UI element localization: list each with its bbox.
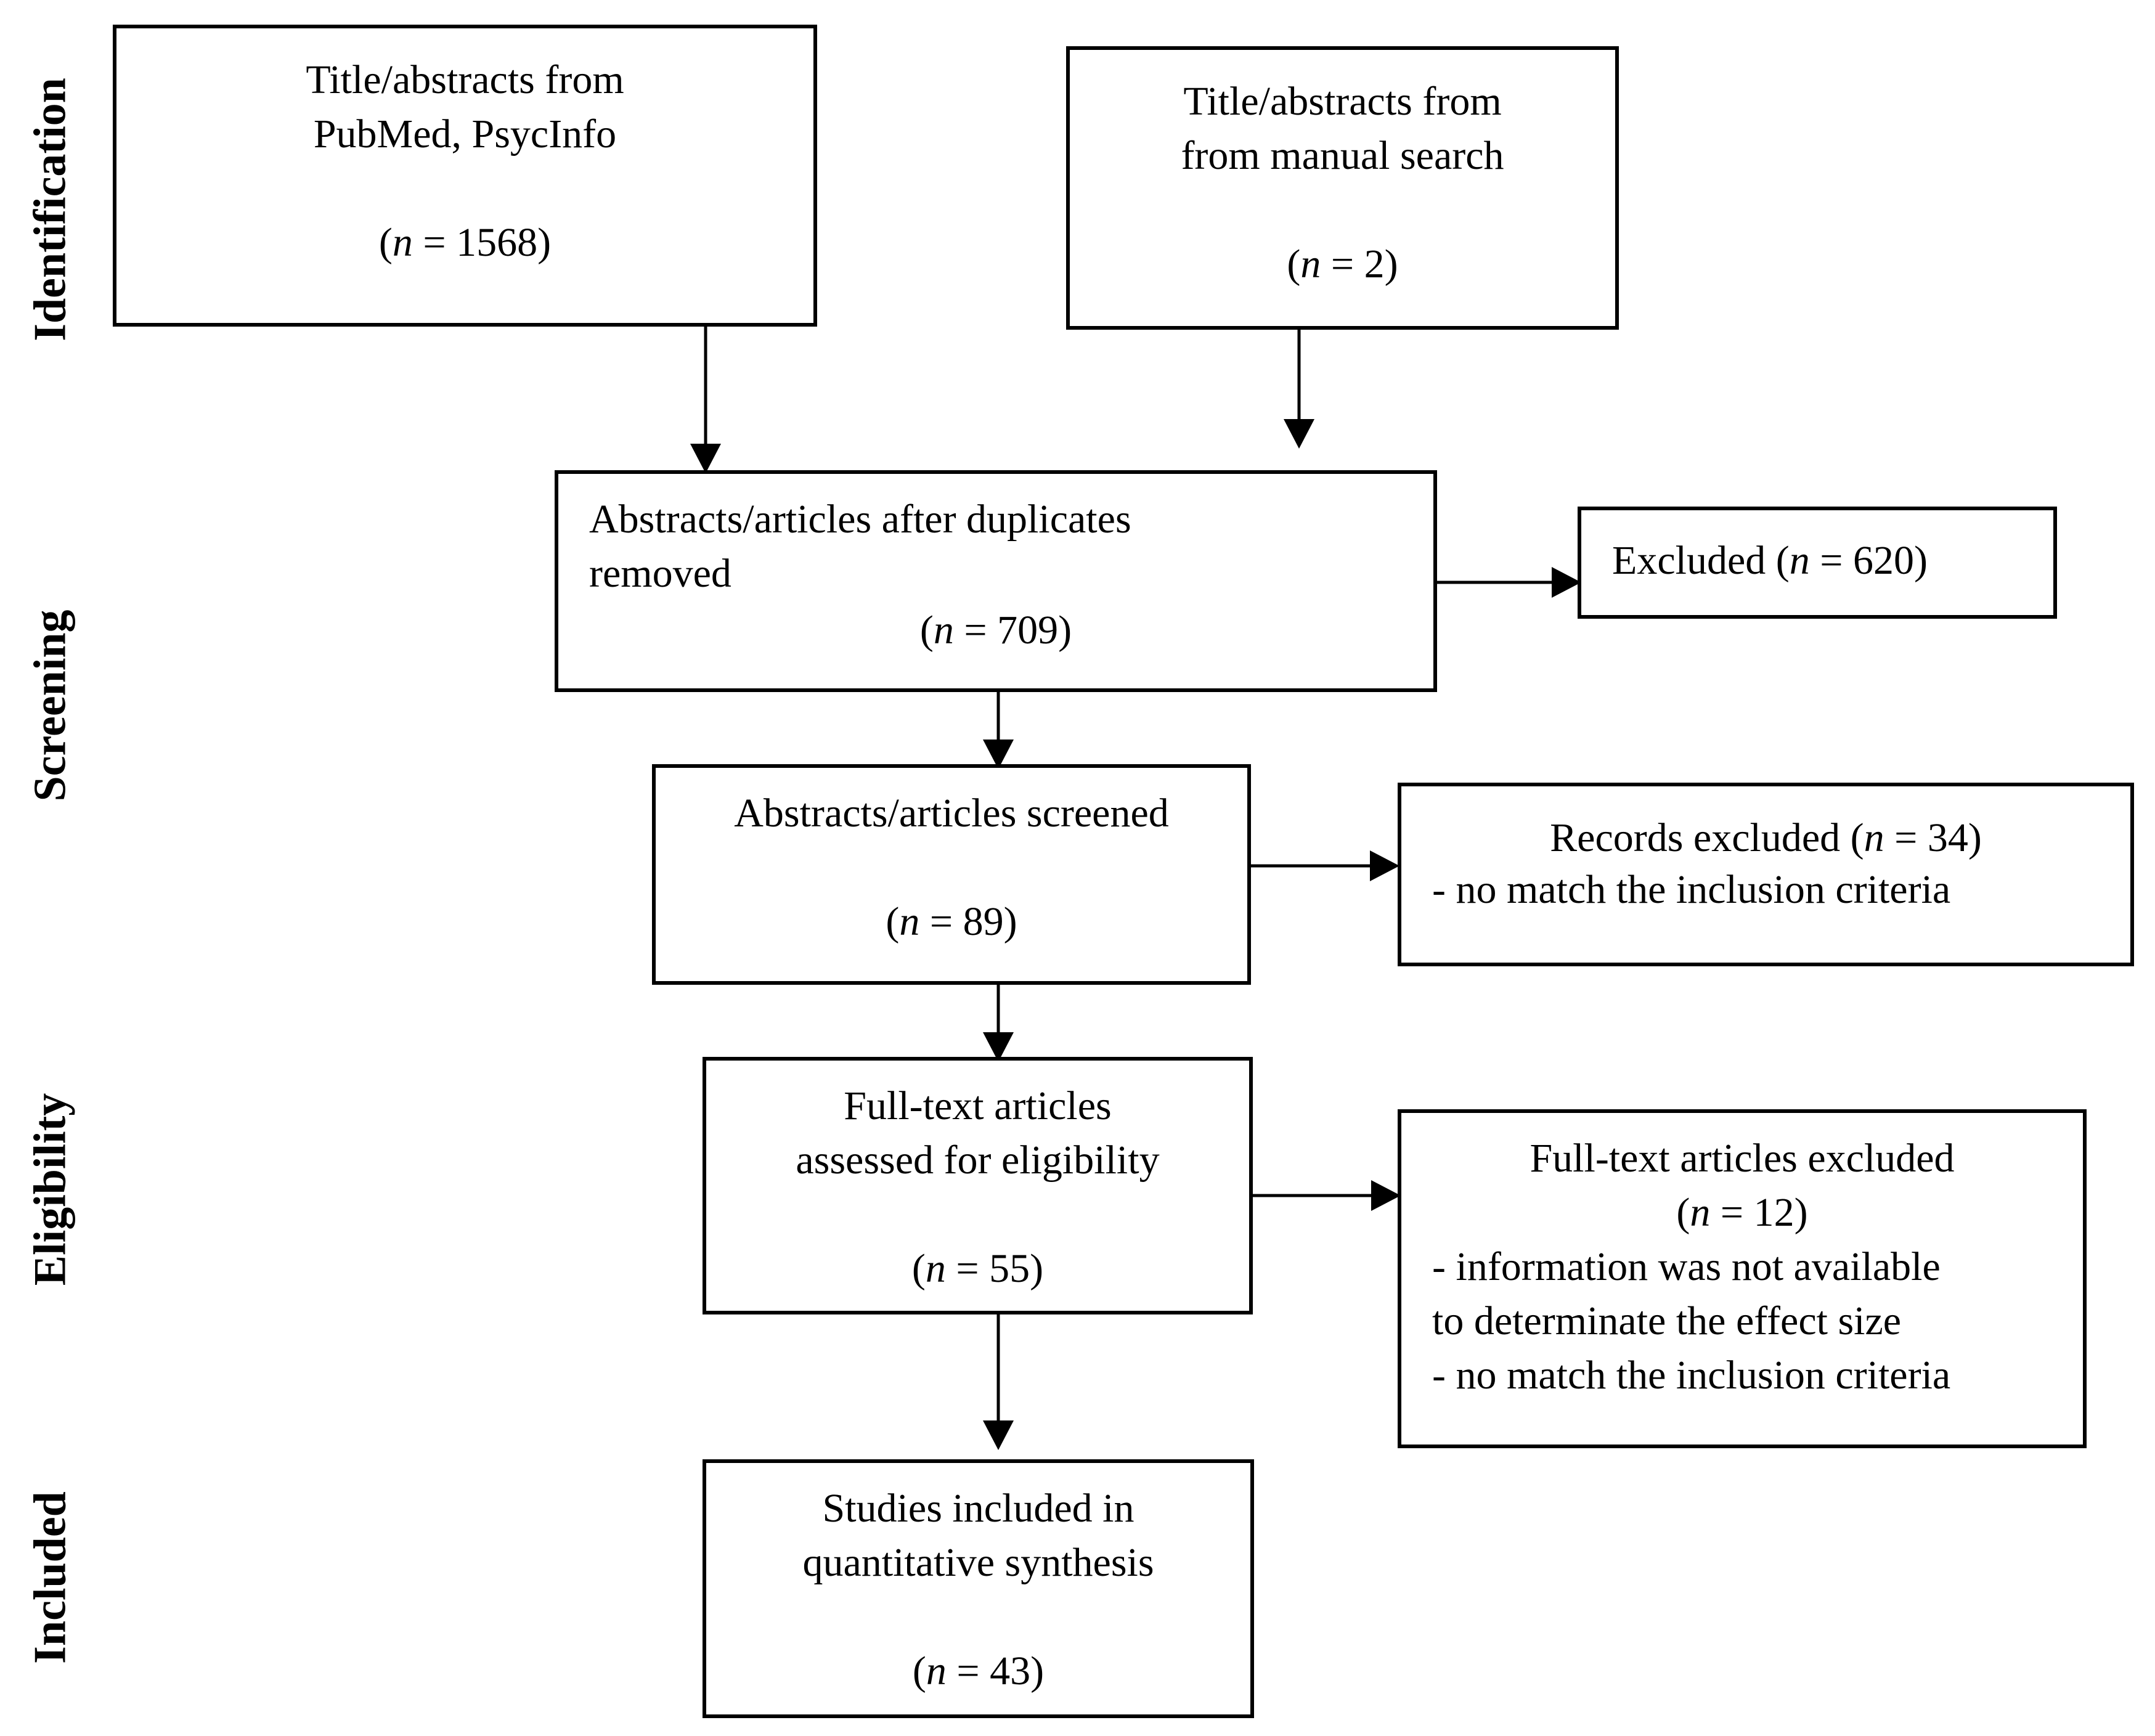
arrowhead-pubmed: [690, 444, 721, 473]
box-manual-search: Title/abstracts from from manual search …: [1066, 46, 1619, 330]
box-text: Abstracts/articles after duplicates remo…: [589, 497, 1131, 596]
box-reason: - no match the inclusion criteria: [1432, 867, 1951, 912]
arrowhead-manual: [1284, 419, 1314, 449]
arrowhead-included: [983, 1420, 1014, 1450]
arrowhead-screened: [983, 740, 1014, 769]
box-count: (n = 709): [919, 608, 1072, 653]
box-duplicates-removed: Abstracts/articles after duplicates remo…: [555, 470, 1437, 692]
box-text: Studies included in quantitative synthes…: [802, 1486, 1154, 1693]
box-text: Title/abstracts from PubMed, PsycInfo (n…: [306, 57, 624, 265]
box-excluded: Excluded (n = 620): [1578, 507, 2057, 619]
box-fulltext-excluded: Full-text articles excluded (n = 12) - i…: [1398, 1109, 2087, 1448]
box-text: Excluded (n = 620): [1612, 538, 1928, 583]
box-text: Full-text articles assessed for eligibil…: [796, 1083, 1160, 1291]
box-fulltext-assessed: Full-text articles assessed for eligibil…: [703, 1057, 1253, 1314]
arrowhead-fulltext-excluded: [1371, 1180, 1401, 1211]
box-reasons: - information was not available to deter…: [1432, 1244, 1951, 1398]
box-text: Title/abstracts from from manual search …: [1181, 79, 1504, 287]
arrowhead-excluded: [1552, 567, 1581, 598]
box-pubmed-psycinfo: Title/abstracts from PubMed, PsycInfo (n…: [113, 25, 817, 327]
box-screened: Abstracts/articles screened (n = 89): [652, 764, 1251, 985]
box-text: Abstracts/articles screened (n = 89): [734, 791, 1169, 944]
box-title: Full-text articles excluded (n = 12): [1530, 1136, 1955, 1235]
arrowhead-fulltext: [983, 1032, 1014, 1062]
box-records-excluded: Records excluded (n = 34) - no match the…: [1398, 783, 2134, 966]
box-included: Studies included in quantitative synthes…: [703, 1459, 1254, 1718]
arrowhead-records-excluded: [1370, 850, 1399, 881]
box-title: Records excluded (n = 34): [1550, 815, 1982, 860]
